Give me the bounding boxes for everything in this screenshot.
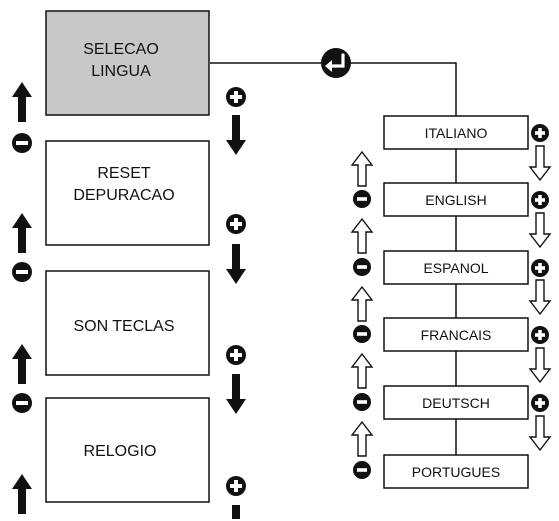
arrow-up-outline-icon	[350, 420, 374, 457]
language-item-espanol[interactable]: ESPANOL	[383, 250, 529, 285]
minus-circle-icon	[12, 393, 32, 413]
plus-circle-icon	[226, 214, 246, 234]
arrow-down-outline-icon	[528, 212, 552, 249]
arrow-up-outline-icon	[350, 150, 374, 187]
language-item-deutsch[interactable]: DEUTSCH	[383, 385, 529, 420]
language-label: PORTUGUES	[412, 464, 500, 480]
language-label: ITALIANO	[425, 125, 488, 141]
plus-circle-icon	[531, 124, 549, 142]
arrow-up-icon	[12, 82, 32, 122]
arrow-up-outline-icon	[350, 217, 374, 254]
minus-circle-icon	[353, 461, 371, 479]
arrow-down-icon	[226, 115, 246, 155]
language-item-english[interactable]: ENGLISH	[383, 182, 529, 217]
plus-circle-icon	[531, 326, 549, 344]
plus-circle-icon	[226, 345, 246, 365]
menu-item-label: SELECAO	[83, 41, 159, 58]
plus-circle-icon	[531, 394, 549, 412]
language-label: ENGLISH	[425, 192, 486, 208]
plus-circle-icon	[531, 191, 549, 209]
menu-item-label: RELOGIO	[84, 443, 157, 460]
menu-item-label: RESET	[97, 165, 151, 182]
arrow-down-outline-icon	[528, 415, 552, 452]
minus-circle-icon	[353, 258, 371, 276]
arrow-up-icon	[12, 213, 32, 253]
arrow-down-outline-icon	[528, 279, 552, 316]
menu-item-relogio[interactable]: RELOGIO	[45, 397, 210, 503]
language-item-italiano[interactable]: ITALIANO	[383, 115, 529, 150]
language-label: DEUTSCH	[422, 395, 490, 411]
menu-item-reset-depuracao[interactable]: RESET DEPURACAO	[45, 140, 210, 246]
plus-circle-icon	[226, 87, 246, 107]
minus-circle-icon	[12, 262, 32, 282]
minus-circle-icon	[353, 325, 371, 343]
menu-item-label: LINGUA	[91, 63, 151, 80]
plus-circle-icon	[531, 259, 549, 277]
menu-item-selecao-lingua[interactable]: SELECAO LINGUA	[45, 10, 210, 116]
arrow-up-outline-icon	[350, 352, 374, 389]
arrow-up-icon	[12, 474, 32, 514]
arrow-down-icon	[226, 244, 246, 284]
language-item-portugues[interactable]: PORTUGUES	[383, 454, 529, 489]
enter-icon	[321, 48, 351, 78]
minus-circle-icon	[12, 133, 32, 153]
language-item-francais[interactable]: FRANCAIS	[383, 317, 529, 352]
arrow-up-icon	[12, 344, 32, 384]
arrow-down-outline-icon	[528, 145, 552, 182]
menu-item-son-teclas[interactable]: SON TECLAS	[45, 270, 210, 376]
arrow-up-outline-icon	[350, 285, 374, 322]
language-label: FRANCAIS	[421, 327, 492, 343]
minus-circle-icon	[353, 190, 371, 208]
menu-item-label: DEPURACAO	[73, 187, 174, 204]
arrow-down-outline-icon	[528, 347, 552, 384]
arrow-down-icon	[232, 505, 240, 519]
minus-circle-icon	[353, 393, 371, 411]
plus-circle-icon	[226, 476, 246, 496]
menu-item-label: SON TECLAS	[73, 318, 174, 335]
menu-to-languages-connector	[210, 62, 457, 116]
language-label: ESPANOL	[423, 260, 488, 276]
arrow-down-icon	[226, 374, 246, 414]
